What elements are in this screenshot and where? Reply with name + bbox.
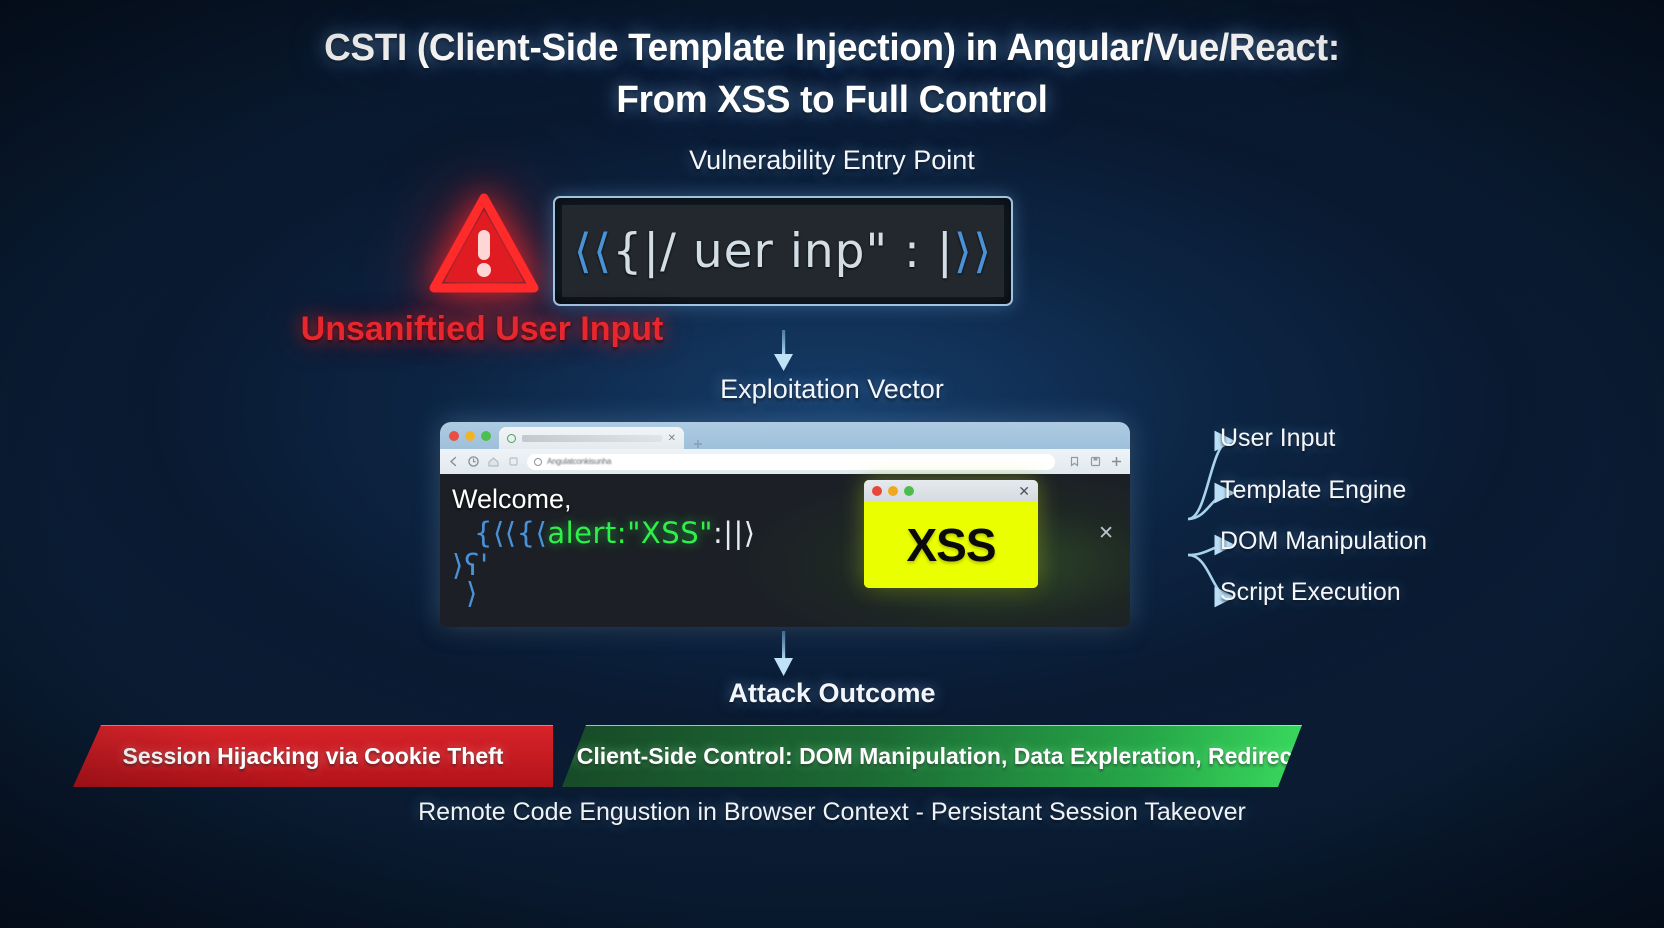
home-icon[interactable] [487,455,500,468]
xss-popup-titlebar: ✕ [864,480,1038,502]
entry-point-code-box: ⟨⟨{|/ uer inp" : |⟩⟩ [553,196,1013,306]
bookmark-icon[interactable] [1068,455,1081,468]
outcome-banner-session-hijacking: Session Hijacking via Cookie Theft [73,725,553,787]
warning-triangle-icon [428,192,540,297]
entry-point-code-text: ⟨⟨{|/ uer inp" : |⟩⟩ [574,224,993,279]
side-label-script-execution: Script Execution [1220,578,1401,606]
outcome-banner-full-control: Full Client-Side Control: DOM Manipulati… [562,725,1302,787]
code-open-bracket: ⟨⟨ [573,223,613,279]
popup-minimize-dot-icon[interactable] [888,486,898,496]
toolbar-right-icons [1062,455,1123,468]
code-braces: {|/ [612,223,677,279]
page-title-line2: From XSS to Full Control [616,79,1048,121]
add-tab-icon[interactable] [1110,455,1123,468]
extension-icon[interactable] [507,455,520,468]
reload-icon[interactable] [467,455,480,468]
side-label-template-engine: Template Engine [1220,476,1407,504]
code-close-bracket: ⟩⟩ [953,223,993,279]
tab-close-icon[interactable]: ✕ [667,432,676,444]
close-dot-icon[interactable] [449,430,459,441]
section-heading-exploitation-vector: Exploitation Vector [720,374,944,404]
tab-title-blurred [522,434,662,442]
window-traffic-lights [449,422,499,449]
page-close-icon[interactable]: ✕ [1098,523,1114,544]
browser-toolbar: Angulatconkisunha [440,449,1130,474]
code-colon: : [712,516,724,550]
code-mid: uer inp" : | [676,223,954,279]
side-label-dom-manipulation: DOM Manipulation [1220,527,1428,555]
down-arrow-icon [766,631,802,682]
xss-popup-text: XSS [906,519,996,571]
popup-maximize-dot-icon[interactable] [904,486,914,496]
page-title: CSTI (Client-Side Template Injection) in… [25,22,1639,126]
tab-favicon-icon [507,433,516,443]
browser-tab[interactable]: ✕ [499,427,684,449]
browser-tab-strip: ✕ [440,422,1130,449]
back-arrow-icon[interactable] [447,455,460,468]
code-close-braces: ||⟩ [723,516,756,550]
down-arrow-icon [766,330,802,377]
save-page-icon[interactable] [1089,455,1102,468]
new-tab-plus-icon[interactable] [691,437,705,449]
section-heading-entry-point: Vulnerability Entry Point [689,145,975,175]
lock-icon [534,457,542,466]
outcome-banner-red-text: Session Hijacking via Cookie Theft [122,743,504,769]
footer-note: Remote Code Engustion in Browser Context… [418,798,1246,826]
xss-popup-body: XSS [864,502,1038,588]
page-title-line1: CSTI (Client-Side Template Injection) in… [324,27,1340,69]
minimize-dot-icon[interactable] [465,430,475,441]
url-text: Angulatconkisunha [547,457,612,466]
unsanitized-user-input-label: Unsaniftied User Input [300,310,664,348]
section-heading-attack-outcome: Attack Outcome [728,678,936,708]
entry-point-code-inner: ⟨⟨{|/ uer inp" : |⟩⟩ [562,205,1004,297]
code-alert-payload: alert:"XSS" [547,516,713,550]
browser-url-bar[interactable]: Angulatconkisunha [527,453,1055,470]
xss-alert-popup: ✕ XSS [864,480,1038,588]
side-label-user-input: User Input [1220,424,1336,452]
code-open-braces: {⟨⟨{⟨ [474,516,548,550]
outcome-banner-green-text: Full Client-Side Control: DOM Manipulati… [529,743,1335,769]
maximize-dot-icon[interactable] [481,430,491,441]
popup-close-dot-icon[interactable] [872,486,882,496]
popup-close-icon[interactable]: ✕ [1018,483,1030,499]
